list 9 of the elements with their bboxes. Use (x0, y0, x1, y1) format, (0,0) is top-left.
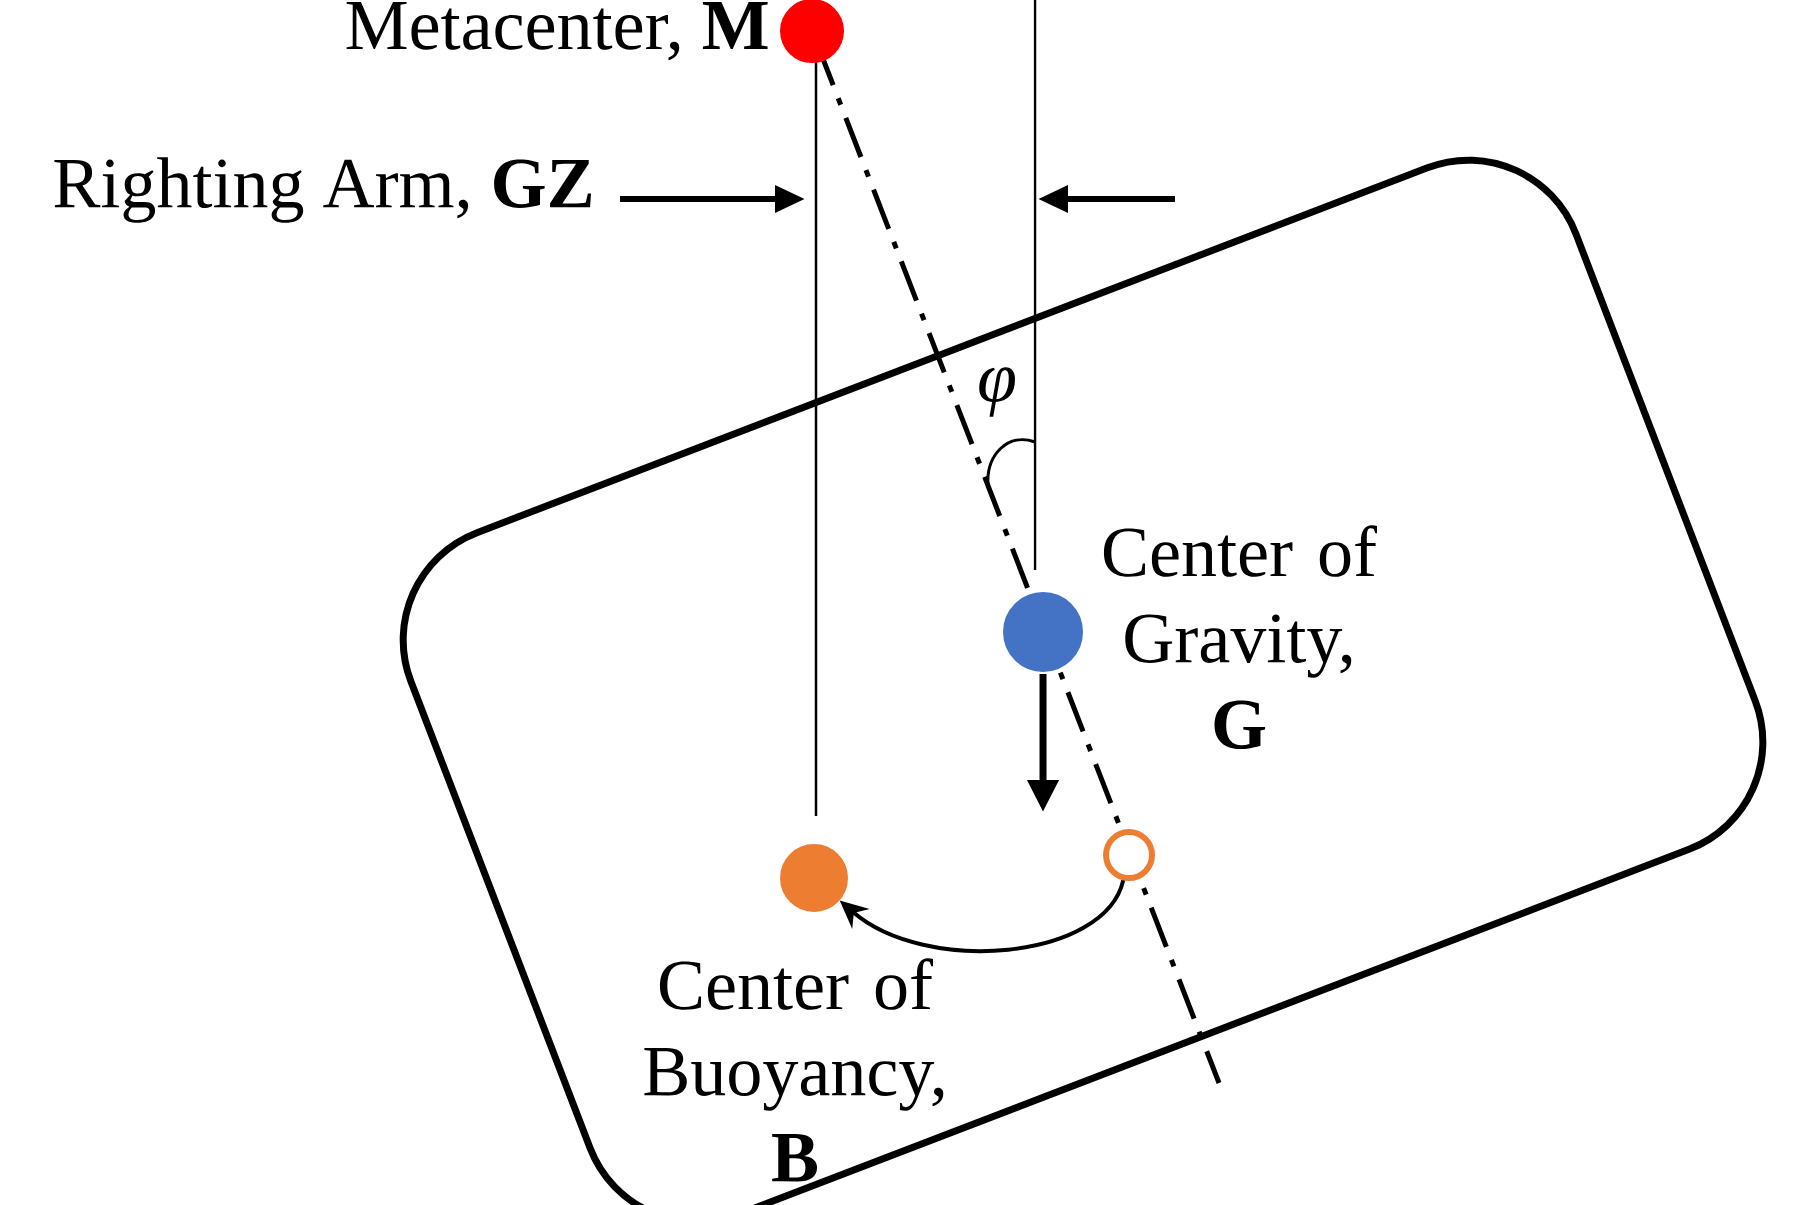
point-marker (780, 844, 848, 912)
point-marker (1003, 592, 1083, 672)
point-marker (1103, 829, 1155, 881)
point-label: Metacenter, M (346, 1, 768, 61)
point-marker (780, 0, 844, 63)
point-label: Center of Buoyancy, B (644, 958, 944, 1182)
point-label: Center of Gravity, G (1103, 525, 1377, 749)
text-label: φ (979, 367, 1015, 417)
text-label: Righting Arm, GZ (54, 157, 591, 223)
